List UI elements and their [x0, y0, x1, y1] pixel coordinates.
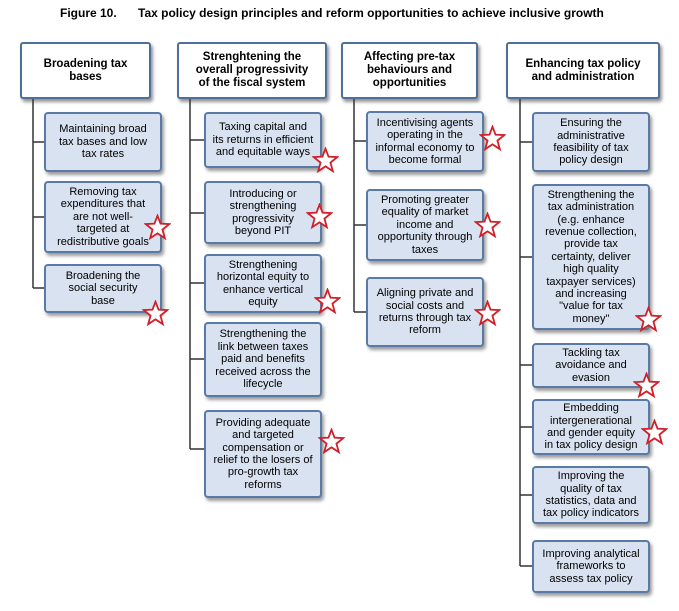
item-compensation-losers: Providing adequate and targeted compensa…	[204, 410, 322, 498]
item-informal-economy: Incentivising agents operating in the in…	[366, 111, 484, 172]
column-header-tax-policy-administration: Enhancing tax policy and administration	[506, 42, 660, 99]
item-broad-tax-bases: Maintaining broad tax bases and low tax …	[44, 112, 162, 172]
item-taxing-capital: Taxing capital and its returns in effici…	[204, 112, 322, 168]
column-header-progressivity: Strenghtening the overall progressivity …	[177, 42, 327, 99]
figure-number: Figure 10.	[60, 6, 117, 20]
star-icon	[142, 300, 169, 327]
star-icon	[314, 288, 341, 315]
item-analytical-frameworks: Improving analytical frameworks to asses…	[532, 540, 650, 593]
column-header-broadening-tax-bases: Broadening tax bases	[20, 42, 151, 99]
item-horizontal-equity: Strengthening horizontal equity to enhan…	[204, 254, 322, 313]
item-tax-avoidance: Tackling tax avoidance and evasion	[532, 343, 650, 388]
star-icon	[144, 214, 171, 241]
star-icon	[306, 203, 333, 230]
item-intergenerational-gender-equity: Embedding intergenerational and gender e…	[532, 399, 650, 455]
item-tax-administration: Strengthening the tax administration (e.…	[532, 184, 650, 330]
item-equality-market-income: Promoting greater equality of market inc…	[366, 189, 484, 261]
star-icon	[635, 306, 662, 333]
column-header-pre-tax-behaviours: Affecting pre-tax behaviours and opportu…	[341, 42, 478, 99]
figure-caption: Tax policy design principles and reform …	[138, 6, 604, 20]
star-icon	[312, 147, 339, 174]
star-icon	[474, 300, 501, 327]
item-administrative-feasibility: Ensuring the administrative feasibility …	[532, 112, 650, 172]
star-icon	[633, 372, 660, 399]
star-icon	[474, 212, 501, 239]
item-tax-statistics: Improving the quality of tax statistics,…	[532, 466, 650, 524]
star-icon	[641, 419, 668, 446]
item-private-social-costs: Aligning private and social costs and re…	[366, 277, 484, 347]
item-taxes-benefits-link: Strengthening the link between taxes pai…	[204, 322, 322, 397]
item-social-security-base: Broadening the social security base	[44, 264, 162, 313]
item-removing-tax-expenditures: Removing tax expenditures that are not w…	[44, 181, 162, 253]
star-icon	[318, 428, 345, 455]
item-progressivity-beyond-pit: Introducing or strengthening progressivi…	[204, 181, 322, 244]
star-icon	[479, 125, 506, 152]
